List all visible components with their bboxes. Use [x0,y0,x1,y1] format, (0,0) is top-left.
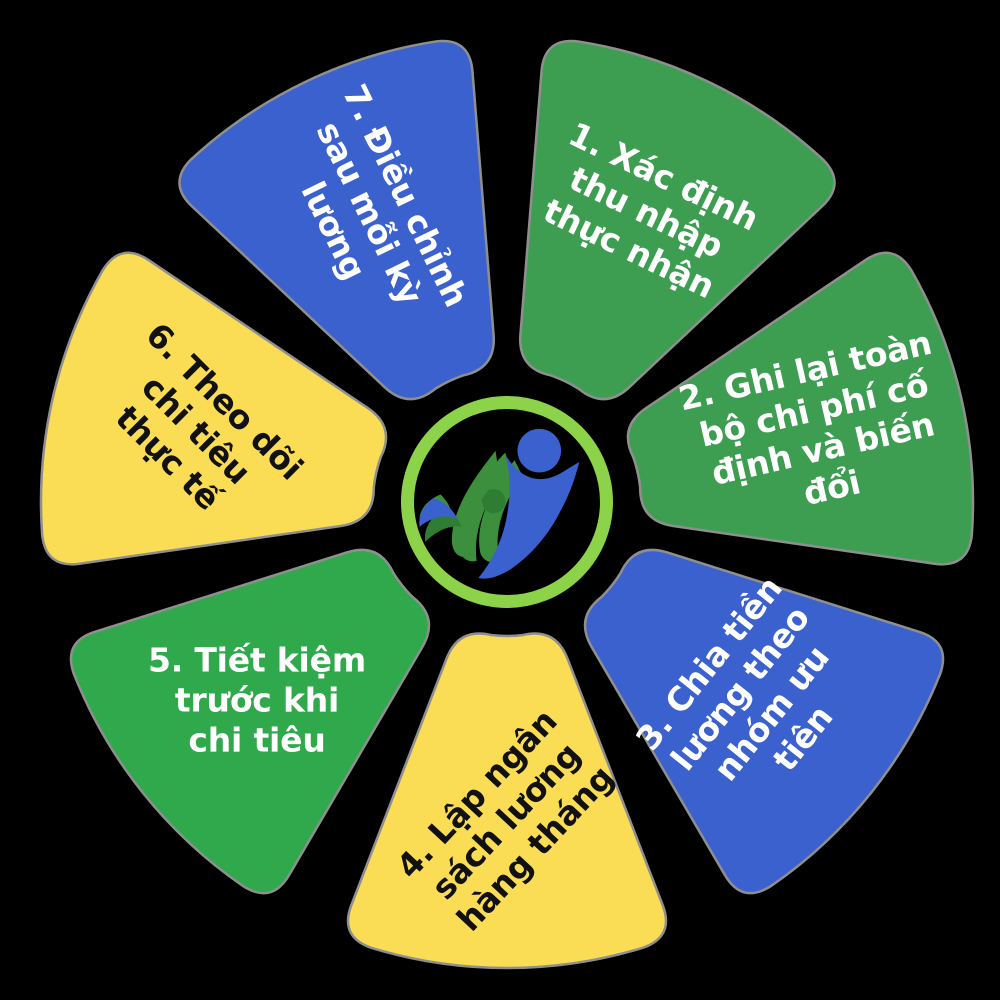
segment-shape-4[interactable] [346,632,668,970]
segment-shape-6[interactable] [39,251,388,566]
segment-1[interactable]: 1. Xác địnhthu nhậpthực nhận [519,39,836,401]
segment-3[interactable]: 3. Chia tiềnlương theonhóm ưutiên [583,548,945,895]
segment-label-line: chi tiêu [188,720,325,759]
segment-shape-3[interactable] [583,548,945,895]
segment-shape-2[interactable] [626,251,975,566]
segment-7[interactable]: 7. Điều chỉnhsau mỗi kỳlương [178,39,495,401]
segment-shape-7[interactable] [178,39,495,401]
segment-label-line: trước khi [175,680,339,719]
leaf-seed-icon [481,489,506,514]
segment-6[interactable]: 6. Theo dõichi tiêuthực tế [39,251,388,566]
segment-shape-1[interactable] [519,39,836,401]
segment-4[interactable]: 4. Lập ngânsách lươnghàng tháng [346,632,668,970]
segment-label-line: 5. Tiết kiệm [148,640,366,679]
segment-label-3: 3. Chia tiềnlương theonhóm ưutiên [628,569,883,833]
person-body-icon [478,454,580,579]
center-ring [401,396,613,608]
segment-shape-5[interactable] [69,548,431,895]
logo-mark [419,428,580,579]
blue-accent-icon [419,498,458,527]
center-logo[interactable] [401,396,613,608]
person-head-icon [517,428,562,473]
